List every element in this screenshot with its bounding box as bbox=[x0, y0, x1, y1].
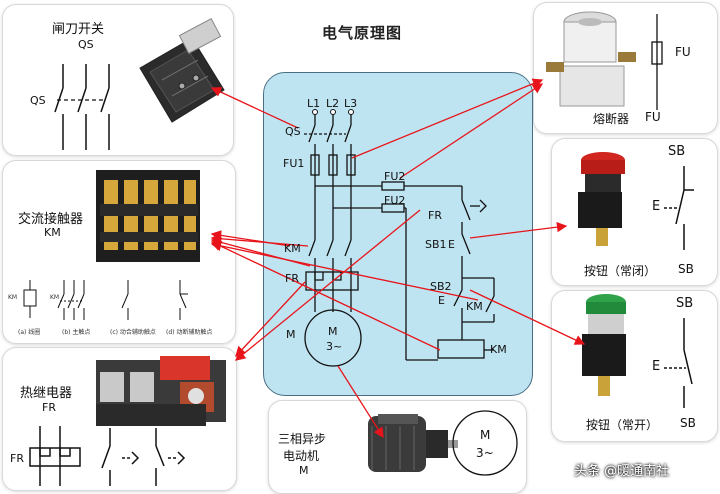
thermal-relay-symbols bbox=[29, 426, 186, 486]
schematic-L3: L3 bbox=[344, 97, 358, 110]
button-nc-symbol-label: SB bbox=[668, 144, 686, 159]
button-no-symbol bbox=[664, 318, 693, 408]
schematic-SB1: SB1 bbox=[425, 238, 447, 251]
contactor-title: 交流接触器 bbox=[18, 212, 84, 227]
contactor-code: KM bbox=[44, 226, 61, 239]
schematic-E2: E bbox=[438, 294, 445, 307]
contactor-caption-c: (c) 动合辅助触点 bbox=[110, 329, 156, 336]
fuse-photo bbox=[546, 11, 636, 107]
button-nc-e: E bbox=[652, 199, 661, 214]
knife-switch-symbol-label: QS bbox=[30, 94, 46, 107]
schematic-FU2a: FU2 bbox=[384, 170, 406, 183]
schematic-KM-aux: KM bbox=[466, 300, 483, 313]
motor-title-line2: 电动机 bbox=[283, 449, 320, 463]
fuse-title: 熔断器 bbox=[593, 112, 630, 126]
contactor-caption-b: (b) 主触点 bbox=[62, 329, 91, 336]
fuse-symbol-label: FU bbox=[675, 45, 691, 59]
page-title: 电气原理图 bbox=[322, 24, 403, 42]
contactor-coil-label: KM bbox=[8, 294, 18, 301]
schematic-KM-coil: KM bbox=[490, 343, 507, 356]
schematic-FU2b: FU2 bbox=[384, 194, 406, 207]
thermal-relay-title: 热继电器 bbox=[20, 386, 73, 401]
button-nc-photo bbox=[578, 152, 625, 246]
button-no-card bbox=[551, 290, 718, 442]
contactor-main-label: KM bbox=[50, 294, 60, 301]
motor-symbol-phase: 3~ bbox=[476, 446, 494, 460]
schematic-QS: QS bbox=[285, 125, 301, 138]
contactor-caption-a: (a) 线圈 bbox=[18, 329, 41, 336]
contactor-symbols bbox=[23, 280, 188, 320]
watermark: 头条 @暖通南社 bbox=[574, 464, 670, 479]
schematic-FR-main: FR bbox=[285, 272, 299, 285]
schematic-terminals bbox=[312, 109, 354, 115]
schematic-M-label: M bbox=[286, 328, 296, 341]
schematic-FU1: FU1 bbox=[283, 157, 305, 170]
fuse-symbol bbox=[651, 14, 663, 110]
button-no-code: SB bbox=[680, 416, 696, 430]
schematic-L1: L1 bbox=[307, 97, 321, 110]
knife-switch-symbol bbox=[54, 64, 110, 150]
thermal-relay-symbol-label: FR bbox=[10, 452, 24, 465]
button-nc-title: 按钮（常闭） bbox=[584, 264, 657, 278]
motor-symbol-m: M bbox=[480, 428, 491, 442]
thermal-relay-code: FR bbox=[42, 401, 56, 414]
thermal-relay-photo bbox=[96, 356, 226, 426]
contactor-caption-d: (d) 动断辅助触点 bbox=[166, 329, 213, 336]
motor-code: M bbox=[299, 464, 309, 477]
contactor-photo bbox=[96, 170, 200, 262]
schematic-panel bbox=[263, 72, 533, 396]
schematic-L2: L2 bbox=[326, 97, 340, 110]
schematic-lines bbox=[304, 112, 495, 367]
fuse-code: FU bbox=[645, 110, 661, 124]
pointer-arrows bbox=[210, 78, 586, 439]
schematic-motor-M: M bbox=[328, 325, 338, 338]
motor-photo bbox=[368, 414, 458, 472]
button-nc-code: SB bbox=[678, 262, 694, 276]
button-no-photo bbox=[582, 294, 626, 396]
motor-symbol-circle bbox=[452, 410, 518, 476]
knife-switch-photo bbox=[139, 18, 225, 123]
button-no-e: E bbox=[652, 359, 661, 374]
schematic-SB2: SB2 bbox=[430, 280, 452, 293]
button-no-symbol-label: SB bbox=[676, 296, 694, 311]
knife-switch-code: QS bbox=[78, 38, 94, 51]
schematic-FR-ctrl: FR bbox=[428, 209, 442, 222]
schematic-KM-main: KM bbox=[284, 242, 301, 255]
button-no-title: 按钮（常开） bbox=[586, 418, 659, 432]
knife-switch-title: 闸刀开关 bbox=[52, 22, 105, 37]
schematic-E1: E bbox=[448, 238, 455, 251]
motor-title-line1: 三相异步 bbox=[278, 432, 327, 446]
schematic-motor-3: 3~ bbox=[326, 340, 343, 353]
button-nc-symbol bbox=[664, 166, 694, 250]
